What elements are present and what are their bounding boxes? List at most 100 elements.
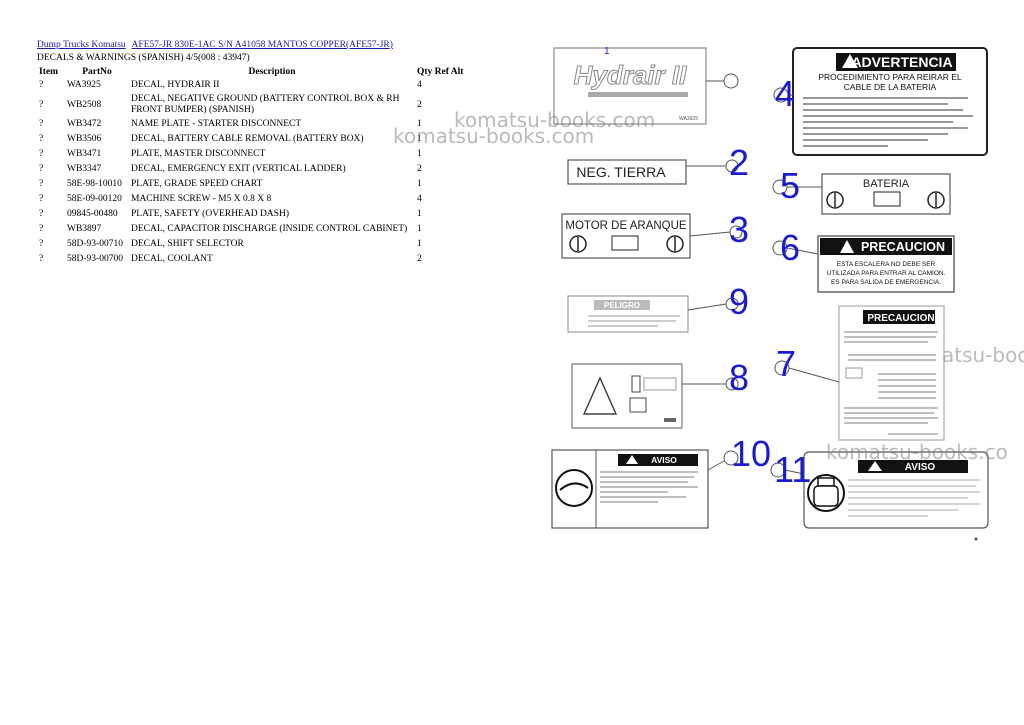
callout-6: 6 <box>780 227 800 268</box>
cell-qty: 1 <box>417 134 422 144</box>
decal-grade-speed-chart: PRECAUCION <box>774 305 945 441</box>
decal-neg-tierra: NEG. TIERRA <box>567 159 739 185</box>
callout-numbers: 1 2 3 4 5 6 7 8 9 10 11 <box>604 46 811 490</box>
header-qty-ref-alt: Qty Ref Alt <box>417 67 464 77</box>
cell-item: ? <box>39 134 44 144</box>
decal-grade-title: PRECAUCION <box>867 313 934 324</box>
decal-safety-plate <box>571 363 739 429</box>
cell-description: PLATE, GRADE SPEED CHART <box>131 179 263 189</box>
cell-qty: 2 <box>417 164 422 174</box>
callout-9: 9 <box>729 281 749 322</box>
cell-item: ? <box>39 119 44 129</box>
cell-qty: 1 <box>417 179 422 189</box>
cell-description: DECAL, COOLANT <box>131 254 213 264</box>
decal-bateria: BATERIA <box>772 173 951 215</box>
decal-advertencia: ADVERTENCIA PROCEDIMIENTO PARA REIRAR EL… <box>773 47 988 156</box>
callout-2: 2 <box>729 142 749 183</box>
table-row: ? WB3897 DECAL, CAPACITOR DISCHARGE (INSID… <box>37 222 475 237</box>
decal-neg-text: NEG. TIERRA <box>576 164 666 180</box>
callout-8: 8 <box>729 357 749 398</box>
table-row: ? 58D-93-00700 DECAL, COOLANT 2 <box>37 252 475 267</box>
callout-3: 3 <box>729 209 749 250</box>
cell-qty: 2 <box>417 99 422 110</box>
table-header-row: Item PartNo Description Qty Ref Alt <box>37 66 475 78</box>
cell-qty: 1 <box>417 119 422 129</box>
decal-peligro-title: PELIGRO <box>604 301 640 310</box>
cell-description: MACHINE SCREW - M5 X 0.8 X 8 <box>131 194 272 204</box>
cell-qty: 1 <box>417 209 422 219</box>
decal-adv-title: ADVERTENCIA <box>851 54 952 70</box>
decal-motor-aranque: MOTOR DE ARANQUE <box>561 213 743 259</box>
decal-prec-line3: ES PARA SALIDA DE EMERGENCIA. <box>831 279 941 286</box>
decal-motor-text: MOTOR DE ARANQUE <box>565 220 687 232</box>
decal-prec-line1: ESTA ESCALERA NO DEBE SER <box>837 261 936 268</box>
cell-item: ? <box>39 80 44 90</box>
header-item: Item <box>39 67 58 77</box>
callout-1: 1 <box>604 46 610 57</box>
callout-7: 7 <box>776 343 796 384</box>
cell-description: DECAL, EMERGENCY EXIT (VERTICAL LADDER) <box>131 164 346 174</box>
cell-description: PLATE, MASTER DISCONNECT <box>131 149 266 159</box>
cell-item: ? <box>39 179 44 189</box>
cell-partno: 58D-93-00700 <box>67 254 123 264</box>
cell-item: ? <box>39 194 44 204</box>
cell-qty: 1 <box>417 149 422 159</box>
callout-5: 5 <box>780 165 800 206</box>
cell-item: ? <box>39 209 44 219</box>
cell-qty: 4 <box>417 194 422 204</box>
cell-item: ? <box>39 239 44 249</box>
cell-qty: 1 <box>417 239 422 249</box>
cell-description: DECAL, BATTERY CABLE REMOVAL (BATTERY BO… <box>131 134 364 144</box>
callout-10: 10 <box>731 433 771 474</box>
table-row: ? 09845-00480 PLATE, SAFETY (OVERHEAD DASH… <box>37 207 475 222</box>
decal-adv-sub1: PROCEDIMIENTO PARA REIRAR EL <box>818 72 962 82</box>
page-title: DECALS & WARNINGS (SPANISH) 4/5(008 : 43… <box>37 53 250 63</box>
cell-partno: WB3471 <box>67 149 102 159</box>
cell-partno: WB2508 <box>67 99 102 110</box>
cell-partno: 58E-09-00120 <box>67 194 122 204</box>
cell-description: DECAL, SHIFT SELECTOR <box>131 239 244 249</box>
table-row: ? WB3471 PLATE, MASTER DISCONNECT 1 <box>37 147 475 162</box>
cell-description: DECAL, CAPACITOR DISCHARGE (INSIDE CONTR… <box>131 224 408 234</box>
decal-prec-line2: UTILIZADA PARA ENTRAR AL CAMION. <box>827 270 946 277</box>
callout-11: 11 <box>774 449 811 490</box>
breadcrumb: Dump Trucks Komatsu AFE57-JR 830E-1AC S/… <box>37 40 397 50</box>
cell-partno: WB3506 <box>67 134 102 144</box>
decal-peligro: PELIGRO <box>567 295 739 333</box>
decal-diagram: Hydrair II WA3925 ADVERTENCIA PROCEDIMIE… <box>551 46 989 541</box>
cell-partno: 58E-98-10010 <box>67 179 122 189</box>
cell-partno: WB3897 <box>67 224 102 234</box>
cell-item: ? <box>39 224 44 234</box>
cell-item: ? <box>39 149 44 159</box>
cell-description: DECAL, HYDRAIR II <box>131 80 220 90</box>
cell-partno: 09845-00480 <box>67 209 118 219</box>
decal-prec-title: PRECAUCION <box>861 240 945 254</box>
decal-hydrair-text: Hydrair II <box>574 60 687 90</box>
decal-aviso-shift: AVISO <box>551 449 739 529</box>
cell-item: ? <box>39 99 44 110</box>
decal-hydrair-code: WA3925 <box>679 116 698 122</box>
cell-qty: 4 <box>417 80 422 90</box>
cell-description: PLATE, SAFETY (OVERHEAD DASH) <box>131 209 289 219</box>
header-description: Description <box>248 67 296 77</box>
decal-aviso-coolant: AVISO <box>770 451 989 541</box>
table-row: ? 58D-93-00710 DECAL, SHIFT SELECTOR 1 <box>37 237 475 252</box>
cell-partno: 58D-93-00710 <box>67 239 123 249</box>
table-row: ? WB3506 DECAL, BATTERY CABLE REMOVAL (BAT… <box>37 132 475 147</box>
decal-adv-sub2: CABLE DE LA BATERIA <box>844 82 937 92</box>
callout-4: 4 <box>775 73 795 114</box>
cell-partno: WB3472 <box>67 119 102 129</box>
cell-item: ? <box>39 254 44 264</box>
cell-description: DECAL, NEGATIVE GROUND (BATTERY CONTROL … <box>131 94 400 115</box>
table-row: ? WB2508 DECAL, NEGATIVE GROUND (BATTERY C… <box>37 93 475 117</box>
header-partno: PartNo <box>82 67 112 77</box>
parts-table: Item PartNo Description Qty Ref Alt ?WA3… <box>37 66 475 267</box>
breadcrumb-link-model[interactable]: AFE57-JR 830E-1AC S/N A41058 MANTOS COPP… <box>131 40 393 50</box>
decal-hydrair: Hydrair II WA3925 <box>553 47 739 125</box>
breadcrumb-link-category[interactable]: Dump Trucks Komatsu <box>37 40 126 50</box>
decal-aviso-coolant-title: AVISO <box>905 462 936 473</box>
decal-bateria-text: BATERIA <box>863 178 910 190</box>
table-row: ? 58E-98-10010 PLATE, GRADE SPEED CHART 1 <box>37 177 475 192</box>
cell-qty: 2 <box>417 254 422 264</box>
